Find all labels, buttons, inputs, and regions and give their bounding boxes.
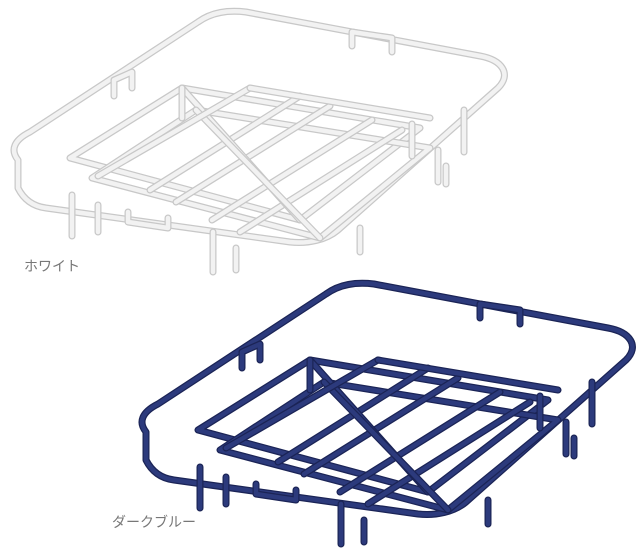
wire-segment [237, 127, 405, 235]
wire-segment [89, 107, 433, 241]
wire-segment [239, 341, 263, 371]
wire-segment [223, 357, 381, 451]
wire-segment [193, 107, 323, 241]
wire-segment [125, 209, 171, 231]
wire-segment [95, 85, 253, 179]
wire-segment [195, 357, 551, 495]
dark-blue-basket-rack-icon [138, 279, 636, 548]
wire-segment [349, 29, 395, 55]
wire-segment [173, 103, 333, 205]
wire-segment [337, 389, 503, 495]
wire-segment [139, 281, 635, 517]
wire-segment [111, 69, 135, 99]
wire-segment [247, 85, 433, 121]
wire-segment [301, 375, 461, 477]
wire-segment [253, 481, 299, 503]
variant-label-dark-blue: ダークブルー [112, 515, 196, 531]
wire-segment [365, 399, 533, 507]
wire-segment [477, 301, 523, 327]
wire-segment [217, 379, 561, 513]
wire-segment [375, 357, 561, 393]
wire-segment [67, 85, 423, 223]
white-basket-rack-icon [10, 7, 508, 276]
variant-label-white: ホワイト [24, 259, 80, 275]
wire-segment [209, 117, 375, 223]
wire-segment [321, 379, 451, 513]
wire-segment [11, 9, 507, 245]
